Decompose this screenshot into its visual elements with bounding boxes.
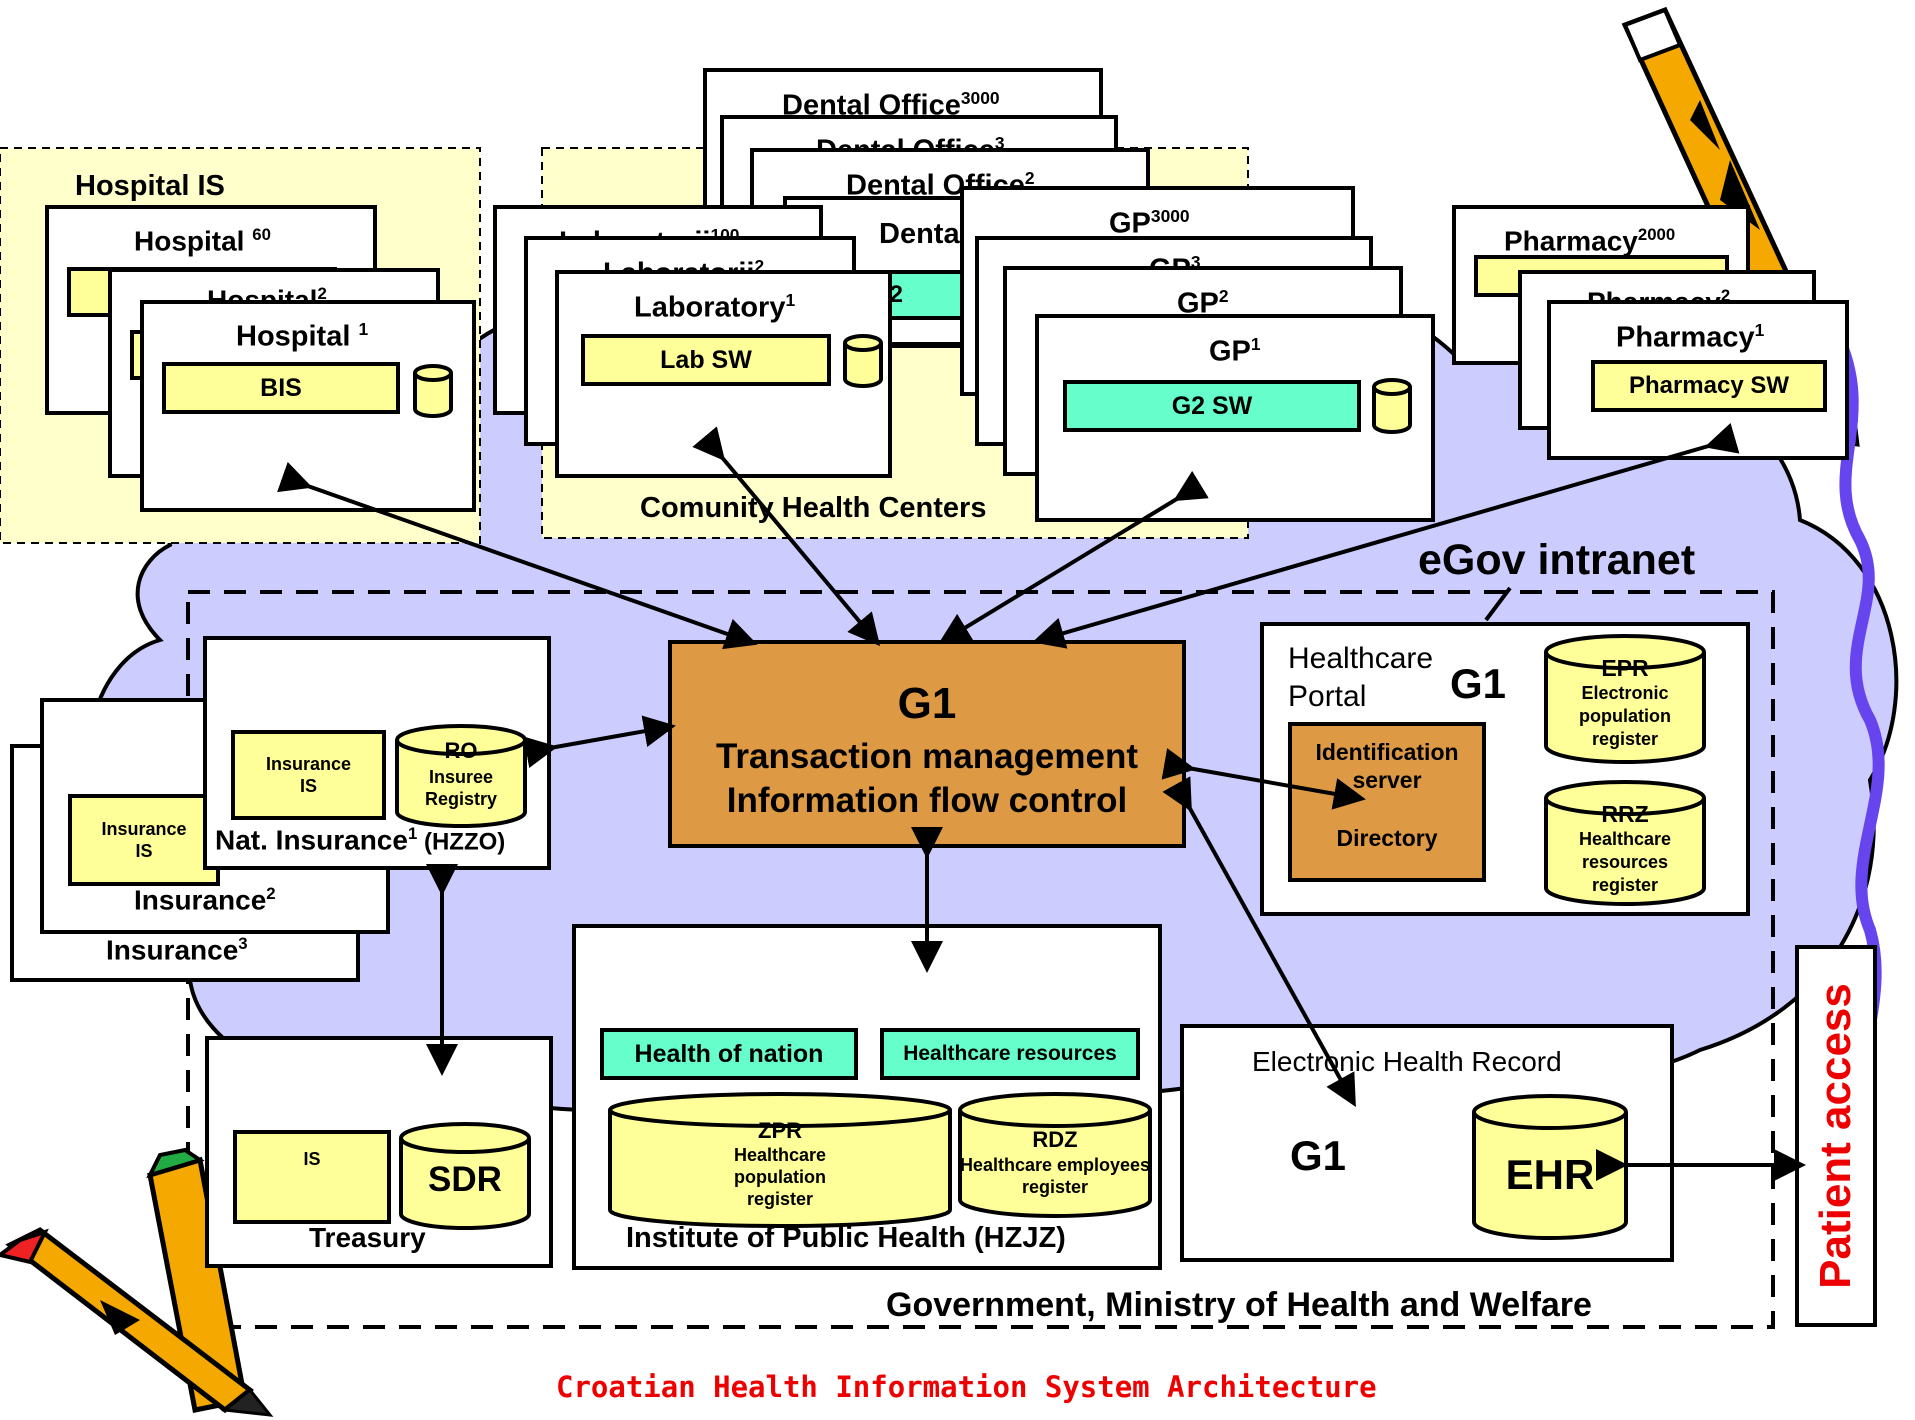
ro-line2: Registry xyxy=(424,789,498,809)
gp-front-title: GP1 xyxy=(1209,334,1261,368)
arrow-g1-ehr xyxy=(1162,776,1356,1107)
g1-title: G1 xyxy=(897,679,957,728)
pharmacy-sw-box: Pharmacy SW xyxy=(1591,360,1827,412)
lab-front-title: Laboratory1 xyxy=(634,290,796,324)
footer-title: Croatian Health Information System Archi… xyxy=(556,1370,1377,1404)
arrow-pharmacy-g1 xyxy=(1032,422,1740,649)
portal-g1: G1 xyxy=(1450,660,1507,707)
insurance3-title: Insurance3 xyxy=(106,934,248,966)
portal-label-line2: Portal xyxy=(1288,680,1367,713)
hospital-front-title: Hospital 1 xyxy=(236,319,369,353)
healthcare-resources-box: Healthcare resources xyxy=(880,1028,1140,1080)
arrow-insurance-g1 xyxy=(523,715,676,768)
sdr-label: SDR xyxy=(428,1160,502,1199)
ro-abbr: RO xyxy=(444,738,478,763)
hospital-is-label: Hospital IS xyxy=(75,170,225,202)
hzjz-window: Health of nation Healthcare resources ZP… xyxy=(572,924,1162,1270)
dental-inner-title: Denta xyxy=(879,218,960,250)
ro-line1: Insuree xyxy=(428,767,494,787)
sdr-db-icon xyxy=(399,1122,531,1230)
patient-access-box[interactable]: Patient access xyxy=(1795,945,1877,1327)
arrow-portal-egov xyxy=(1484,586,1512,622)
lab-sw-box: Lab SW xyxy=(581,334,831,386)
hospital-bis-box: BIS xyxy=(162,362,400,414)
arrow-hospital-g1 xyxy=(277,461,758,650)
pharmacy-front-title: Pharmacy1 xyxy=(1616,320,1765,354)
gp-back-title: GP3000 xyxy=(1109,206,1190,240)
rdz-line1: Healthcare employees xyxy=(959,1155,1151,1175)
insurance2-title: Insurance2 xyxy=(134,884,276,916)
arrow-g1-portal xyxy=(1161,748,1366,810)
rrz-line1: Healthcare xyxy=(1578,829,1672,849)
arrow-lab-g1 xyxy=(692,426,881,647)
g1-line3: Information flow control xyxy=(726,781,1128,820)
rrz-line3: register xyxy=(1591,875,1659,895)
zpr-line2: population xyxy=(734,1167,826,1187)
hospital-window-front: Hospital 1 BIS xyxy=(140,300,476,512)
hospital-db-icon xyxy=(413,364,453,418)
epr-line3: register xyxy=(1591,729,1659,749)
nat-insurance-title: Nat. Insurance1 (HZZO) xyxy=(215,824,506,856)
zpr-line1: Healthcare xyxy=(733,1145,827,1165)
ehr-g1: G1 xyxy=(1290,1132,1347,1179)
rdz-db-icon xyxy=(958,1092,1152,1218)
g1-line2: Transaction management xyxy=(715,737,1139,776)
government-label: Government, Ministry of Health and Welfa… xyxy=(886,1286,1592,1324)
arrow-gp-g1 xyxy=(938,470,1209,645)
ro-db-icon xyxy=(395,724,527,828)
epr-line2: population xyxy=(1579,706,1671,726)
rdz-abbr: RDZ xyxy=(1032,1127,1078,1152)
lab-db-icon xyxy=(843,334,883,388)
ehr-window: Electronic Health Record G1 EHR xyxy=(1180,1024,1674,1262)
health-of-nation-box: Health of nation xyxy=(600,1028,858,1080)
rrz-abbr: RRZ xyxy=(1601,801,1649,827)
treasury-window: IS SDR Treasury xyxy=(205,1036,553,1268)
epr-abbr: EPR xyxy=(1601,655,1649,681)
hzjz-title: Institute of Public Health (HZJZ) xyxy=(626,1222,1066,1254)
treasury-title: Treasury xyxy=(309,1222,426,1253)
rrz-line2: resources xyxy=(1581,852,1669,872)
rdz-line2: register xyxy=(1021,1177,1089,1197)
ehr-db-icon xyxy=(1472,1094,1628,1240)
ehr-db-label: EHR xyxy=(1505,1151,1595,1198)
pharmacy-back-title: Pharmacy2000 xyxy=(1504,225,1676,257)
zpr-db-icon xyxy=(608,1092,952,1228)
pencils-icon xyxy=(0,1147,274,1417)
zpr-line3: register xyxy=(746,1189,814,1209)
epr-line1: Electronic xyxy=(1581,683,1669,703)
hospital-back-title: Hospital 60 xyxy=(134,225,271,257)
rrz-db-icon xyxy=(1544,780,1706,906)
treasury-is-box: IS xyxy=(233,1130,391,1224)
zpr-abbr: ZPR xyxy=(758,1118,802,1143)
